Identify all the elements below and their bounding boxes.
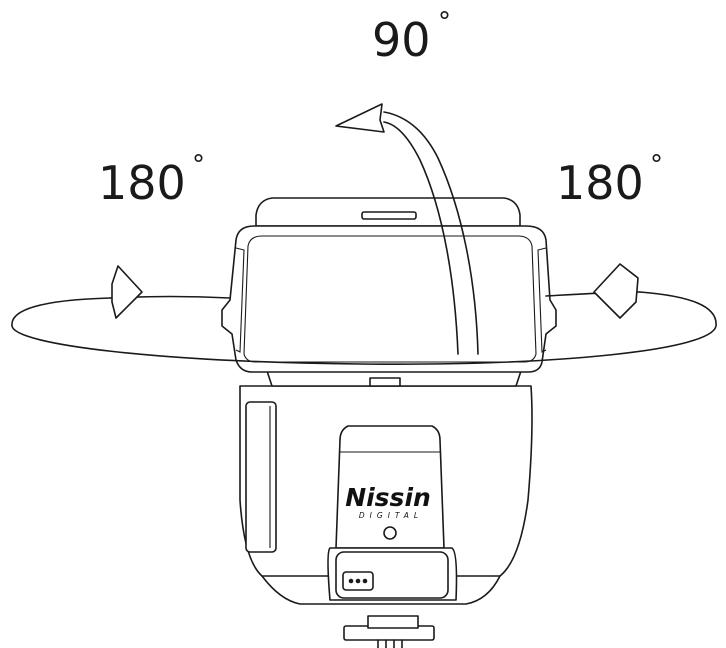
battery-door [245,401,277,553]
flash-head [221,197,557,373]
flash-body: Nissin DIGITAL [239,385,533,648]
degree-symbol: ° [192,150,205,180]
degree-symbol: ° [438,7,451,37]
tilt-angle-value: 90 [372,13,431,67]
left-rotation-angle-value: 180 [98,156,186,210]
right-rotation-angle-value: 180 [556,156,644,210]
tilt-angle-label: 90 ° [372,7,451,67]
horizontal-rotation-path [11,263,717,365]
brand-subtitle: DIGITAL [359,511,423,520]
sensor-icon [383,526,397,540]
curved-arrow-up-left-icon [335,103,385,133]
tilt-path [335,103,479,355]
curved-arrow-right-icon [111,265,143,319]
brand-logo: Nissin [345,483,431,512]
left-rotation-angle-label: 180 ° [98,150,205,210]
degree-symbol: ° [650,150,663,180]
curved-arrow-left-icon [593,263,639,319]
right-rotation-angle-label: 180 ° [556,150,663,210]
